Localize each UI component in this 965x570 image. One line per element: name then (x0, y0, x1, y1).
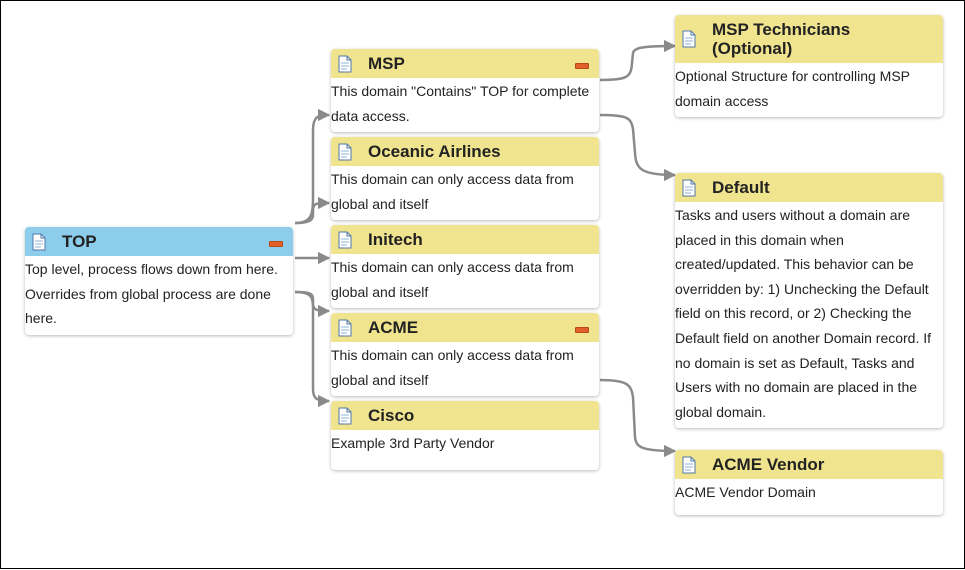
node-acme-header: ACME (331, 313, 599, 342)
node-default-description: Tasks and users without a domain are pla… (675, 207, 932, 420)
document-icon (338, 55, 352, 72)
node-initech-title: Initech (368, 229, 423, 249)
node-msp-tech-description: Optional Structure for controlling MSP d… (675, 68, 910, 109)
collapse-toggle-icon[interactable] (575, 62, 589, 69)
node-acme-vendor-description: ACME Vendor Domain (675, 484, 816, 500)
node-oceanic-description: This domain can only access data from gl… (331, 171, 574, 212)
node-acme-title: ACME (368, 317, 419, 337)
node-acme-vendor-title: ACME Vendor (712, 454, 825, 474)
node-top-title: TOP (62, 231, 97, 251)
node-oceanic-airlines[interactable]: Oceanic Airlines This domain can only ac… (331, 137, 599, 221)
connector-top-cisco (294, 290, 331, 408)
node-oceanic-title: Oceanic Airlines (368, 141, 501, 161)
node-cisco-title: Cisco (368, 405, 415, 425)
node-cisco-header: Cisco (331, 401, 599, 430)
collapse-toggle-icon[interactable] (575, 326, 589, 333)
node-acme-description: This domain can only access data from gl… (331, 347, 574, 388)
node-msp-tech-title: MSP Technicians (Optional) (712, 20, 851, 58)
document-icon (32, 233, 46, 250)
connector-top-msp (294, 108, 331, 225)
connector-top-acme (294, 290, 331, 318)
document-icon (338, 319, 352, 336)
node-initech[interactable]: Initech This domain can only access data… (331, 225, 599, 309)
document-icon (682, 456, 696, 473)
node-initech-header: Initech (331, 225, 599, 254)
node-default[interactable]: Default Tasks and users without a domain… (675, 173, 943, 429)
document-icon (338, 143, 352, 160)
document-icon (338, 407, 352, 424)
document-icon (682, 30, 696, 48)
node-msp[interactable]: MSP This domain "Contains" TOP for compl… (331, 49, 599, 133)
collapse-toggle-icon[interactable] (269, 240, 283, 247)
node-msp-header: MSP (331, 49, 599, 78)
node-default-title: Default (712, 177, 770, 197)
connector-acme-acmevendor (599, 378, 677, 458)
node-top-header: TOP (25, 227, 293, 256)
document-icon (338, 231, 352, 248)
node-top-description: Top level, process flows down from here.… (25, 261, 278, 327)
document-icon (682, 179, 696, 196)
node-acme-vendor-header: ACME Vendor (675, 450, 943, 479)
node-acme-vendor[interactable]: ACME Vendor ACME Vendor Domain (675, 450, 943, 515)
node-msp-technicians[interactable]: MSP Technicians (Optional) Optional Stru… (675, 15, 943, 118)
connector-top-oceanic (294, 196, 331, 225)
node-msp-tech-header: MSP Technicians (Optional) (675, 15, 943, 63)
connector-msp-msptech (599, 39, 677, 82)
node-oceanic-header: Oceanic Airlines (331, 137, 599, 166)
node-msp-description: This domain "Contains" TOP for complete … (331, 83, 590, 124)
node-cisco-description: Example 3rd Party Vendor (331, 435, 495, 451)
node-initech-description: This domain can only access data from gl… (331, 259, 574, 300)
node-msp-title: MSP (368, 53, 405, 73)
node-default-header: Default (675, 173, 943, 202)
node-top[interactable]: TOP Top level, process flows down from h… (25, 227, 293, 335)
node-acme[interactable]: ACME This domain can only access data fr… (331, 313, 599, 397)
node-cisco[interactable]: Cisco Example 3rd Party Vendor (331, 401, 599, 470)
connector-msp-default (599, 113, 677, 182)
